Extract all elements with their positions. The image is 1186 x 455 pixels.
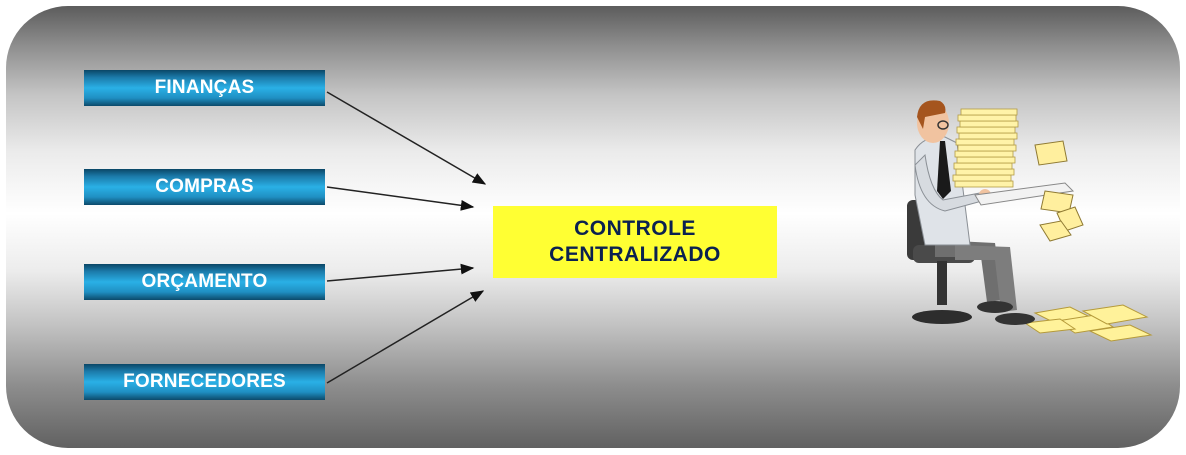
arrow-icon: [326, 91, 487, 185]
center-box: CONTROLE CENTRALIZADO: [493, 206, 777, 278]
source-label: ORÇAMENTO: [141, 271, 268, 292]
center-title-line2: CENTRALIZADO: [549, 243, 721, 266]
center-title-line1: CONTROLE: [574, 217, 696, 240]
source-box-compras: COMPRAS: [84, 169, 325, 205]
arrow-icon: [326, 263, 475, 282]
arrow-icon: [326, 290, 485, 384]
office-worker-icon: [907, 100, 1153, 342]
arrow-icon: [326, 186, 475, 211]
source-box-fornecedores: FORNECEDORES: [84, 364, 325, 400]
source-label: FORNECEDORES: [123, 371, 286, 392]
source-box-orcamento: ORÇAMENTO: [84, 264, 325, 300]
source-label: COMPRAS: [155, 176, 254, 197]
source-label: FINANÇAS: [154, 77, 255, 98]
source-box-financas: FINANÇAS: [84, 70, 325, 106]
